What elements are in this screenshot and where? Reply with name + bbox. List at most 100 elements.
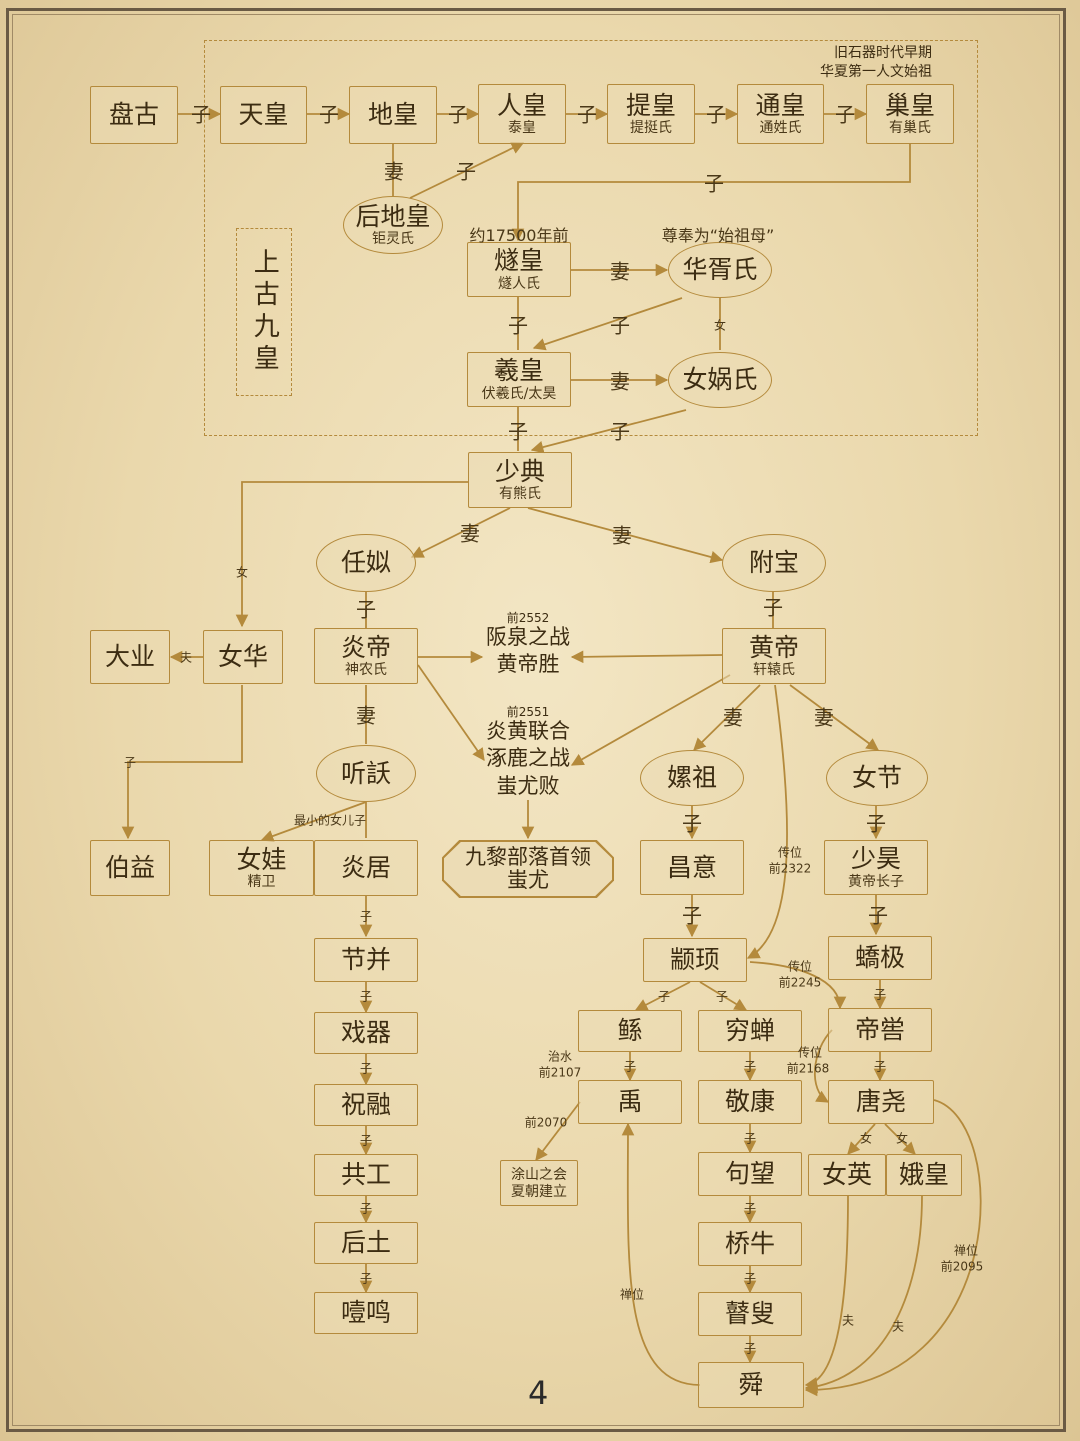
node-yu: 禹 <box>578 1080 682 1124</box>
node-name: 蟜极 <box>855 944 905 972</box>
node-name: 句望 <box>725 1160 775 1188</box>
label-son: 子 <box>508 416 528 445</box>
label-son: 子 <box>868 900 888 929</box>
label-son: 子 <box>360 1132 372 1149</box>
node-name: 娥皇 <box>899 1161 949 1189</box>
node-sub: 伏羲氏/太昊 <box>482 387 557 402</box>
node-qiaoniu: 桥牛 <box>698 1222 802 1266</box>
node-rensi: 任姒 <box>316 534 416 592</box>
node-tianhuang: 天皇 <box>220 86 307 144</box>
label-date: 前2070 <box>525 1114 568 1131</box>
link <box>748 685 787 958</box>
label-son: 子 <box>658 988 670 1005</box>
node-gun: 鲧 <box>578 1010 682 1052</box>
node-name: 伯益 <box>105 854 155 882</box>
node-name: 女娃 <box>236 846 286 874</box>
node-name: 戏器 <box>341 1019 391 1047</box>
node-name: 附宝 <box>749 549 799 577</box>
label-son: 子 <box>577 99 597 128</box>
node-name: 人皇 <box>497 92 547 120</box>
label-son: 子 <box>319 99 339 128</box>
node-zhurong: 祝融 <box>314 1084 418 1126</box>
node-nujie: 女节 <box>826 750 928 806</box>
label-son: 子 <box>763 592 783 621</box>
label-wife: 妻 <box>356 700 376 729</box>
node-shaodian: 少典有熊氏 <box>468 452 572 508</box>
node-name: 禹 <box>617 1088 642 1116</box>
link <box>790 685 878 750</box>
label-son: 子 <box>682 808 702 837</box>
node-name: 昌意 <box>667 854 717 882</box>
node-changyi: 昌意 <box>640 840 744 895</box>
node-name: 九黎部落首领 <box>465 846 591 869</box>
node-shaohao: 少昊黄帝长子 <box>824 840 928 895</box>
node-nuhua: 女华 <box>203 630 283 684</box>
node-jiaoji: 蟜极 <box>828 936 932 980</box>
node-nuwa-jingwei: 女娃精卫 <box>209 840 314 896</box>
link <box>628 1124 700 1385</box>
node-daye: 大业 <box>90 630 170 684</box>
label-date: 前2322 <box>769 860 812 877</box>
node-renhuang: 人皇泰皇 <box>478 84 566 144</box>
label-son: 子 <box>124 754 136 771</box>
event-line: 阪泉之战 <box>476 624 580 651</box>
label-wife: 妻 <box>814 702 834 731</box>
event-year: 前2552 <box>476 612 580 624</box>
label-abdication: 禅位 <box>620 1286 644 1303</box>
label-son: 子 <box>744 1130 756 1147</box>
node-tihuang: 提皇提挺氏 <box>607 84 695 144</box>
label-son: 子 <box>704 168 724 197</box>
node-sub: 提挺氏 <box>630 121 672 136</box>
label-wife: 妻 <box>460 518 480 547</box>
label-son: 子 <box>744 1200 756 1217</box>
node-name: 帝喾 <box>855 1016 905 1044</box>
node-name: 炎居 <box>341 854 391 882</box>
node-name: 共工 <box>341 1161 391 1189</box>
label-flood-control: 治水 <box>548 1048 572 1065</box>
node-sub: 神农氏 <box>345 663 387 678</box>
link <box>572 655 722 657</box>
node-tushan: 涂山之会夏朝建立 <box>500 1160 578 1206</box>
node-chiyou-inner: 九黎部落首领蚩尤 <box>444 842 612 896</box>
node-ehuang: 娥皇 <box>886 1154 962 1196</box>
node-tangyao: 唐尧 <box>828 1080 934 1124</box>
node-xiqi: 戏器 <box>314 1012 418 1054</box>
node-name: 节并 <box>341 946 391 974</box>
page-number: 4 <box>528 1374 548 1412</box>
node-name: 少昊 <box>851 845 901 873</box>
node-name: 羲皇 <box>494 357 544 385</box>
node-sub: 钜灵氏 <box>372 232 414 247</box>
node-name: 敬康 <box>725 1088 775 1116</box>
node-name: 祝融 <box>341 1091 391 1119</box>
label-date: 前2107 <box>539 1064 582 1081</box>
node-name: 鲧 <box>617 1017 642 1045</box>
node-name: 天皇 <box>238 101 288 129</box>
label-son: 子 <box>874 986 886 1003</box>
label-son: 子 <box>360 1060 372 1077</box>
event-line: 炎黄联合 <box>476 718 580 745</box>
label-wife: 妻 <box>612 520 632 549</box>
node-name: 通皇 <box>755 92 805 120</box>
node-name: 舜 <box>738 1371 763 1399</box>
node-yiming: 噎鸣 <box>314 1292 418 1334</box>
node-name: 女华 <box>218 643 268 671</box>
node-fubao: 附宝 <box>722 534 826 592</box>
label-son: 子 <box>360 1200 372 1217</box>
node-name: 后地皇 <box>355 203 430 231</box>
node-name: 后土 <box>341 1229 391 1257</box>
node-name: 桥牛 <box>725 1230 775 1258</box>
node-yanju: 炎居 <box>314 840 418 896</box>
label-date: 约17500年前 <box>470 222 569 246</box>
link <box>532 410 686 450</box>
node-sub: 黄帝长子 <box>848 875 904 890</box>
node-huaxushi: 华胥氏 <box>668 242 772 298</box>
node-yandi: 炎帝神农氏 <box>314 628 418 684</box>
node-dihuang: 地皇 <box>349 86 437 144</box>
node-name: 噎鸣 <box>341 1299 391 1327</box>
node-name: 听訞 <box>341 760 391 788</box>
label-son: 子 <box>835 99 855 128</box>
node-name: 涂山之会 <box>511 1168 567 1183</box>
label-son: 子 <box>456 156 476 185</box>
label-date: 前2245 <box>779 974 822 991</box>
link <box>128 685 242 838</box>
